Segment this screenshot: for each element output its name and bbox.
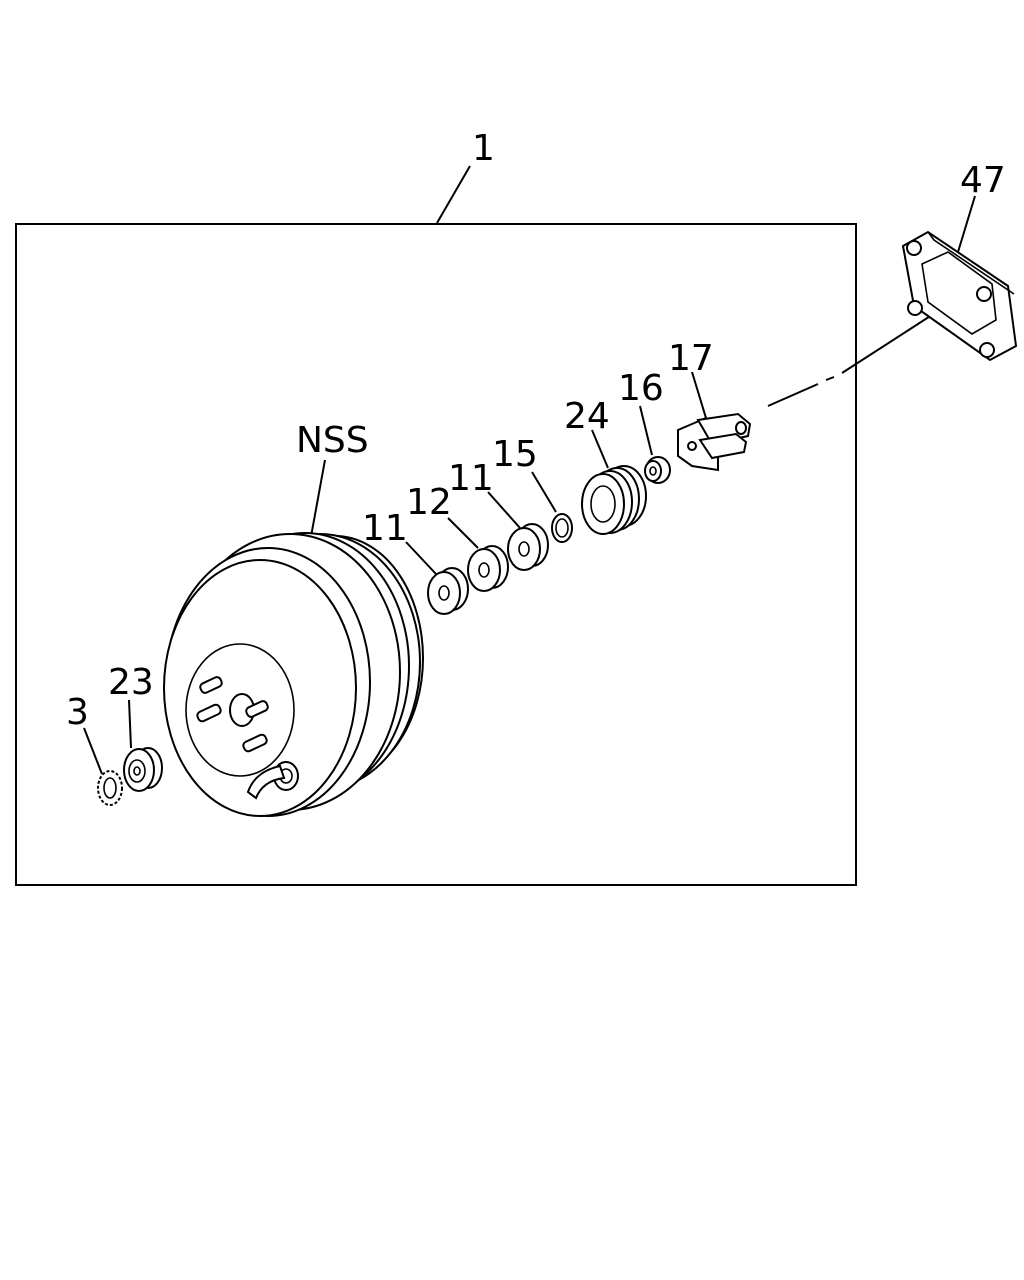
leader-lines [83, 165, 976, 775]
callout-clevis: 17 [668, 338, 714, 379]
mounting-studs [196, 676, 269, 753]
callout-nut: 16 [618, 368, 664, 409]
alignment-phantom-line [767, 312, 936, 407]
ring-15 [551, 513, 573, 543]
callout-plate: 47 [960, 160, 1006, 201]
washer-11-upper [507, 523, 549, 571]
vacuum-port [246, 761, 299, 800]
clevis-17 [677, 412, 752, 472]
mounting-plate-47 [901, 230, 1018, 362]
callout-ring: 15 [492, 434, 538, 475]
callout-washer-lower: 11 [362, 508, 408, 549]
callout-seal: 12 [406, 482, 452, 523]
callout-nss: NSS [296, 420, 369, 461]
callout-assembly: 1 [472, 128, 495, 169]
callout-washer-upper: 11 [448, 458, 494, 499]
seal-12 [467, 545, 509, 592]
washer-11-lower [427, 567, 469, 615]
callout-bearing: 23 [108, 662, 154, 703]
callout-boot: 24 [564, 396, 610, 437]
boot-24 [581, 465, 647, 535]
lock-washer-3 [97, 770, 123, 806]
brake-booster-body [163, 532, 424, 817]
callout-lock-washer: 3 [66, 692, 89, 733]
assembly-frame [15, 223, 857, 886]
bearing-23 [123, 747, 163, 792]
nut-16 [644, 456, 671, 484]
